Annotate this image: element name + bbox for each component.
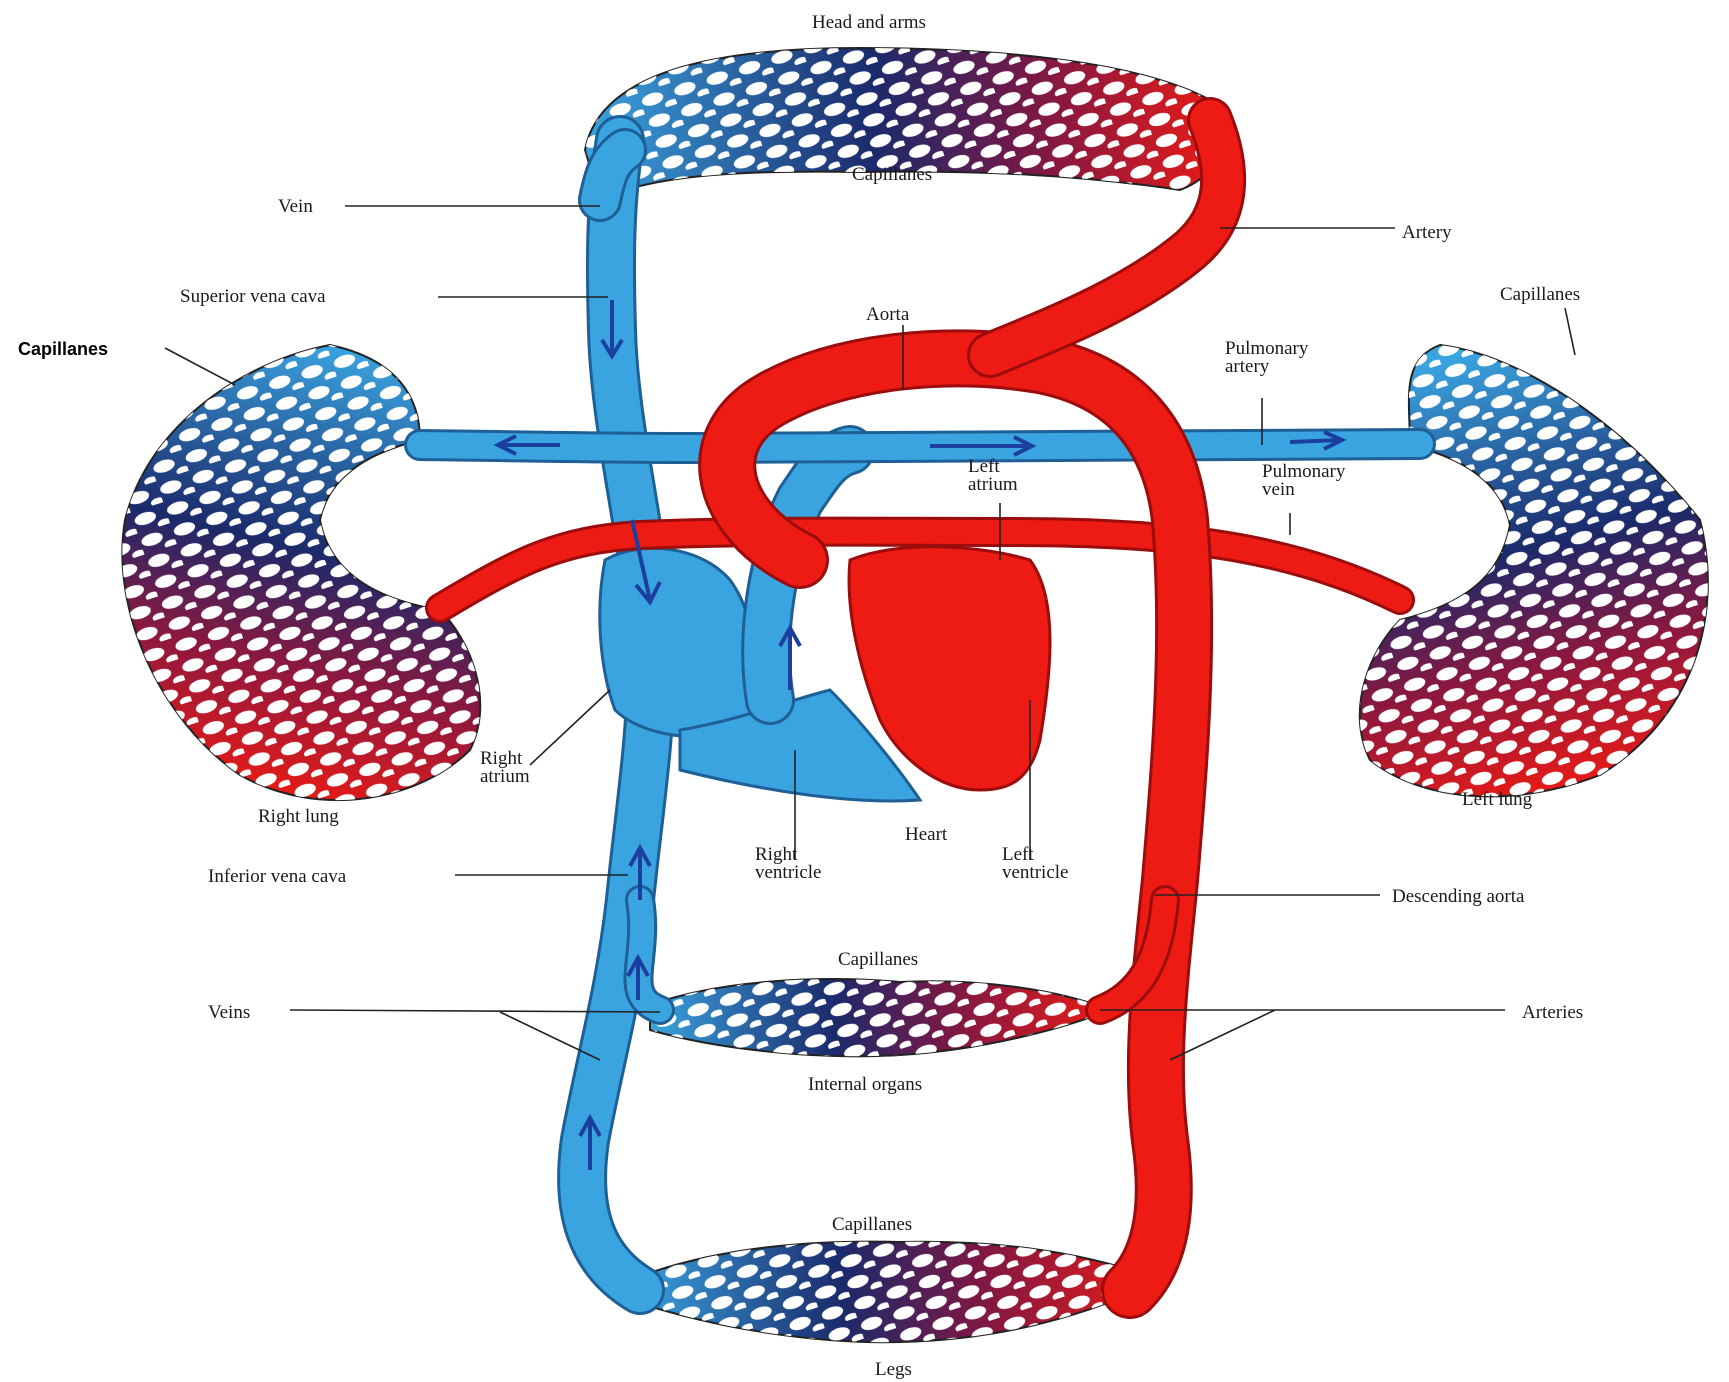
- label-head-and-arms: Head and arms: [812, 12, 926, 33]
- label-aorta: Aorta: [866, 304, 910, 325]
- left-lung-capillary-bed: [1360, 345, 1708, 796]
- label-superior-vena-cava: Superior vena cava: [180, 286, 326, 307]
- legs-capillary-bed: [630, 1242, 1160, 1343]
- right-atrium-chamber: [600, 548, 755, 737]
- label-internal-organs: Internal organs: [808, 1074, 922, 1095]
- label-arteries: Arteries: [1522, 1002, 1583, 1023]
- label-left-lung: Left lung: [1462, 789, 1533, 810]
- label-descending-aorta: Descending aorta: [1392, 886, 1525, 907]
- label-capillaries-top: Capillanes: [852, 164, 932, 185]
- label-capillaries-legs: Capillanes: [832, 1214, 912, 1235]
- label-inferior-vena-cava: Inferior vena cava: [208, 866, 347, 887]
- label-heart: Heart: [905, 824, 948, 845]
- internal-organs-capillary-bed: [650, 979, 1110, 1056]
- right-lung-capillary-bed: [122, 345, 480, 800]
- label-capillaries-right-lung: Capillanes: [18, 339, 108, 359]
- label-artery: Artery: [1402, 222, 1452, 243]
- label-legs: Legs: [875, 1359, 912, 1380]
- label-right-lung: Right lung: [258, 806, 339, 827]
- label-vein: Vein: [278, 196, 313, 217]
- label-capillaries-left-lung: Capillanes: [1500, 284, 1580, 305]
- label-veins: Veins: [208, 1002, 250, 1023]
- label-capillaries-internal: Capillanes: [838, 949, 918, 970]
